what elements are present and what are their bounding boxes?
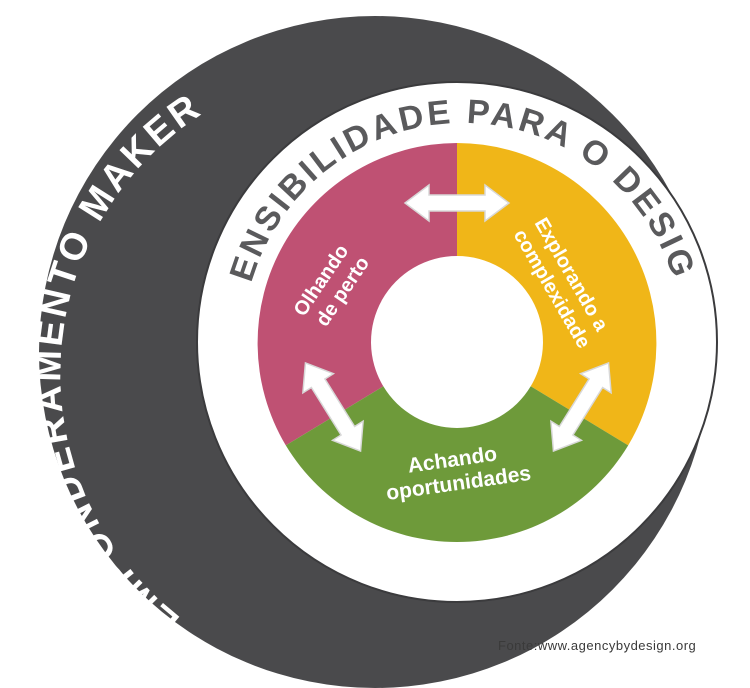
segment-achando — [285, 386, 629, 543]
source-credit: Fonte:www.agencybydesign.org — [498, 638, 697, 653]
